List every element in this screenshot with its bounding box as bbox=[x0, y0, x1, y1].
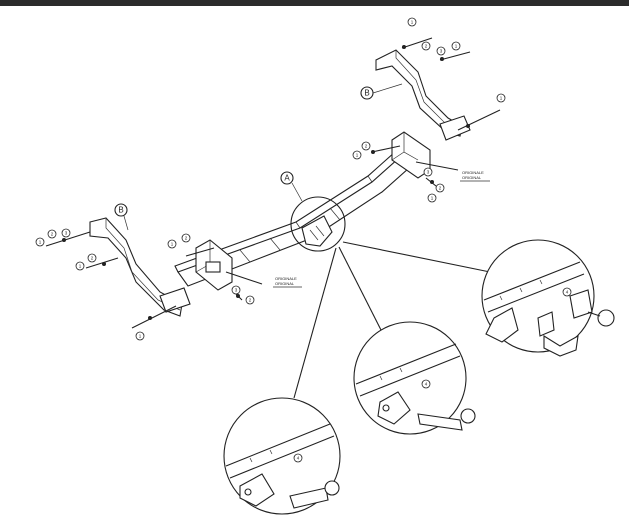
callout-23: 4 bbox=[297, 456, 300, 461]
right-side-bracket bbox=[375, 49, 471, 141]
svg-text:1: 1 bbox=[39, 240, 42, 245]
callout-21: 4 bbox=[566, 290, 569, 295]
svg-text:2: 2 bbox=[185, 236, 188, 241]
callout-15: 1 bbox=[75, 261, 85, 271]
label-b-left: B bbox=[118, 206, 123, 215]
callout-4: 3 bbox=[436, 46, 446, 56]
detail-view-right: 4 bbox=[481, 239, 615, 357]
svg-text:2: 2 bbox=[439, 186, 442, 191]
svg-text:1: 1 bbox=[455, 44, 458, 49]
top-bar bbox=[0, 0, 629, 6]
svg-text:1: 1 bbox=[171, 242, 174, 247]
original-note-right-1: ORIGINALE bbox=[462, 170, 484, 175]
callout-13: 3 bbox=[61, 228, 71, 238]
bolts-left bbox=[45, 231, 177, 329]
callout-18: 3 bbox=[231, 285, 241, 295]
callout-3: 1 bbox=[451, 41, 461, 51]
original-note-left-1: ORIGINALE bbox=[275, 276, 297, 281]
svg-text:3: 3 bbox=[65, 231, 68, 236]
svg-text:1: 1 bbox=[431, 196, 434, 201]
svg-text:3: 3 bbox=[427, 170, 430, 175]
callout-12: 1 bbox=[35, 237, 45, 247]
svg-text:2: 2 bbox=[425, 44, 428, 49]
svg-text:2: 2 bbox=[91, 256, 94, 261]
callout-7: 1 bbox=[352, 150, 362, 160]
bolts-top-right bbox=[401, 37, 501, 131]
callout-20: 1 bbox=[135, 331, 145, 341]
svg-text:1: 1 bbox=[356, 153, 359, 158]
svg-text:2: 2 bbox=[365, 144, 368, 149]
bolts-plates bbox=[185, 145, 459, 301]
callout-11: 2 bbox=[47, 229, 57, 239]
svg-text:1: 1 bbox=[79, 264, 82, 269]
callout-10: 1 bbox=[427, 193, 437, 203]
detail-view-bottom: 4 bbox=[223, 397, 341, 515]
label-a-circle bbox=[280, 171, 294, 185]
callout-1: 1 bbox=[407, 17, 417, 27]
callout-14: 2 bbox=[87, 253, 97, 263]
detail-leaders bbox=[293, 241, 491, 399]
svg-text:1: 1 bbox=[500, 96, 503, 101]
assembly-diagram: A B B bbox=[0, 6, 629, 518]
callout-9: 2 bbox=[435, 183, 445, 193]
svg-text:3: 3 bbox=[440, 49, 443, 54]
callout-16: 2 bbox=[181, 233, 191, 243]
label-b-left-circle bbox=[114, 203, 128, 217]
svg-text:2: 2 bbox=[249, 298, 252, 303]
callout-5: 1 bbox=[496, 93, 506, 103]
callout-22: 4 bbox=[425, 382, 428, 387]
ball-mount-bracket bbox=[301, 215, 333, 247]
svg-text:1: 1 bbox=[411, 20, 414, 25]
svg-text:1: 1 bbox=[139, 334, 142, 339]
callouts: 1 2 1 3 1 2 1 3 2 1 2 1 3 2 1 2 1 3 2 1 bbox=[35, 17, 506, 341]
callout-8: 3 bbox=[423, 167, 433, 177]
svg-text:2: 2 bbox=[51, 232, 54, 237]
detail-circle-a bbox=[290, 196, 346, 252]
left-side-bracket bbox=[89, 217, 191, 317]
detail-view-middle: 4 bbox=[353, 321, 476, 435]
callout-2: 2 bbox=[421, 41, 431, 51]
label-a: A bbox=[284, 174, 290, 183]
svg-text:3: 3 bbox=[235, 288, 238, 293]
original-note-left-2: ORIGINAL bbox=[275, 281, 295, 286]
callout-19: 2 bbox=[245, 295, 255, 305]
callout-6: 2 bbox=[361, 141, 371, 151]
callout-17: 1 bbox=[167, 239, 177, 249]
original-note-right-2: ORIGINAL bbox=[462, 175, 482, 180]
label-b-right: B bbox=[364, 89, 369, 98]
left-mounting-plate bbox=[195, 239, 233, 291]
